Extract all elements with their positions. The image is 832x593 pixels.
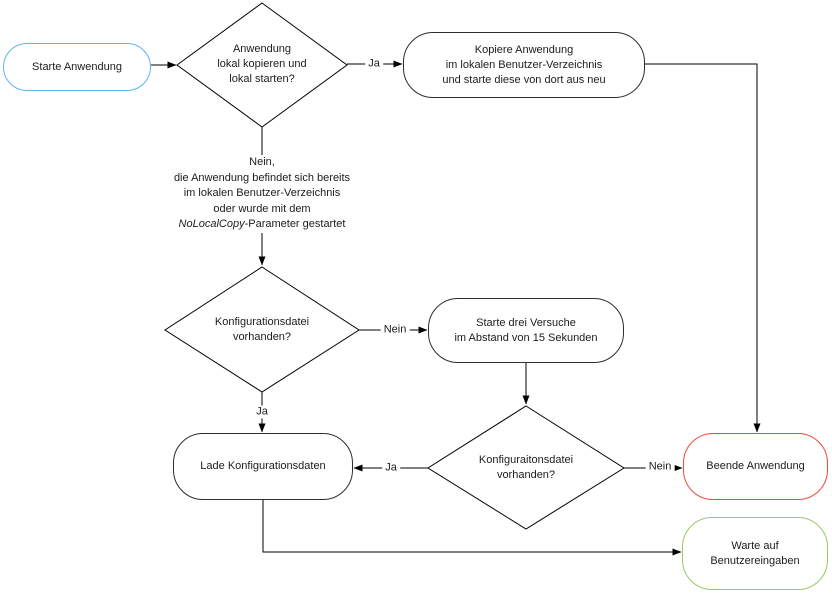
terminator-exit-label: Beende Anwendung [706, 460, 805, 472]
process-copy-app: Kopiere Anwendung im lokalen Benutzer-Ve… [403, 32, 645, 98]
start-label: Starte Anwendung [32, 60, 122, 73]
note-nein-explanation: Nein, die Anwendung befindet sich bereit… [120, 155, 404, 233]
edge-load-to-wait [262, 500, 682, 556]
decision-config-file-1-shape [164, 266, 360, 393]
process-load-config: Lade Konfigurationsdaten [173, 433, 353, 500]
process-copy-app-label: Kopiere Anwendung im lokalen Benutzer-Ve… [442, 43, 606, 86]
note-line-5-rest: -Parameter gestartet [244, 218, 346, 230]
edge-copy-to-exit [645, 63, 761, 433]
decision-config-file-1-label: Konfigurationsdatei vorhanden? [214, 316, 310, 343]
start-terminator: Starte Anwendung [3, 43, 151, 91]
edge-label-ja-config1: Ja [253, 405, 271, 419]
terminator-wait-input-label: Warte auf Benutzereingaben [710, 539, 800, 567]
terminator-exit: Beende Anwendung [683, 433, 828, 500]
note-line-3: im lokalen Benutzer-Verzeichnis [183, 187, 341, 199]
process-load-config-label: Lade Konfigurationsdaten [200, 460, 326, 472]
note-line-5: NoLocalCopy-Parameter gestartet [120, 217, 404, 233]
terminator-wait-input: Warte auf Benutzereingaben [682, 517, 828, 590]
note-line-4: oder wurde mit dem [213, 202, 311, 215]
edge-label-nein-config2: Nein [645, 460, 675, 474]
edge-label-ja-copy: Ja [365, 57, 383, 71]
note-line-2: die Anwendung befindet sich bereits [173, 171, 351, 184]
process-retry-label: Starte drei Versuche im Abstand von 15 S… [454, 316, 598, 344]
decision-local-copy-label: Anwendung lokal kopieren und lokal start… [217, 43, 307, 85]
decision-config-file-2-shape [427, 405, 625, 530]
edge-label-ja-config2: Ja [382, 461, 400, 475]
note-line-1: Nein, [249, 156, 275, 168]
decision-local-copy-shape [176, 2, 348, 128]
edge-label-nein-config1: Nein [380, 323, 410, 337]
process-retry: Starte drei Versuche im Abstand von 15 S… [428, 298, 624, 363]
note-nolocalcopy-parameter: NoLocalCopy [178, 218, 245, 230]
decision-config-file-2-label: Konfiguraitonsdatei vorhanden? [478, 454, 574, 481]
